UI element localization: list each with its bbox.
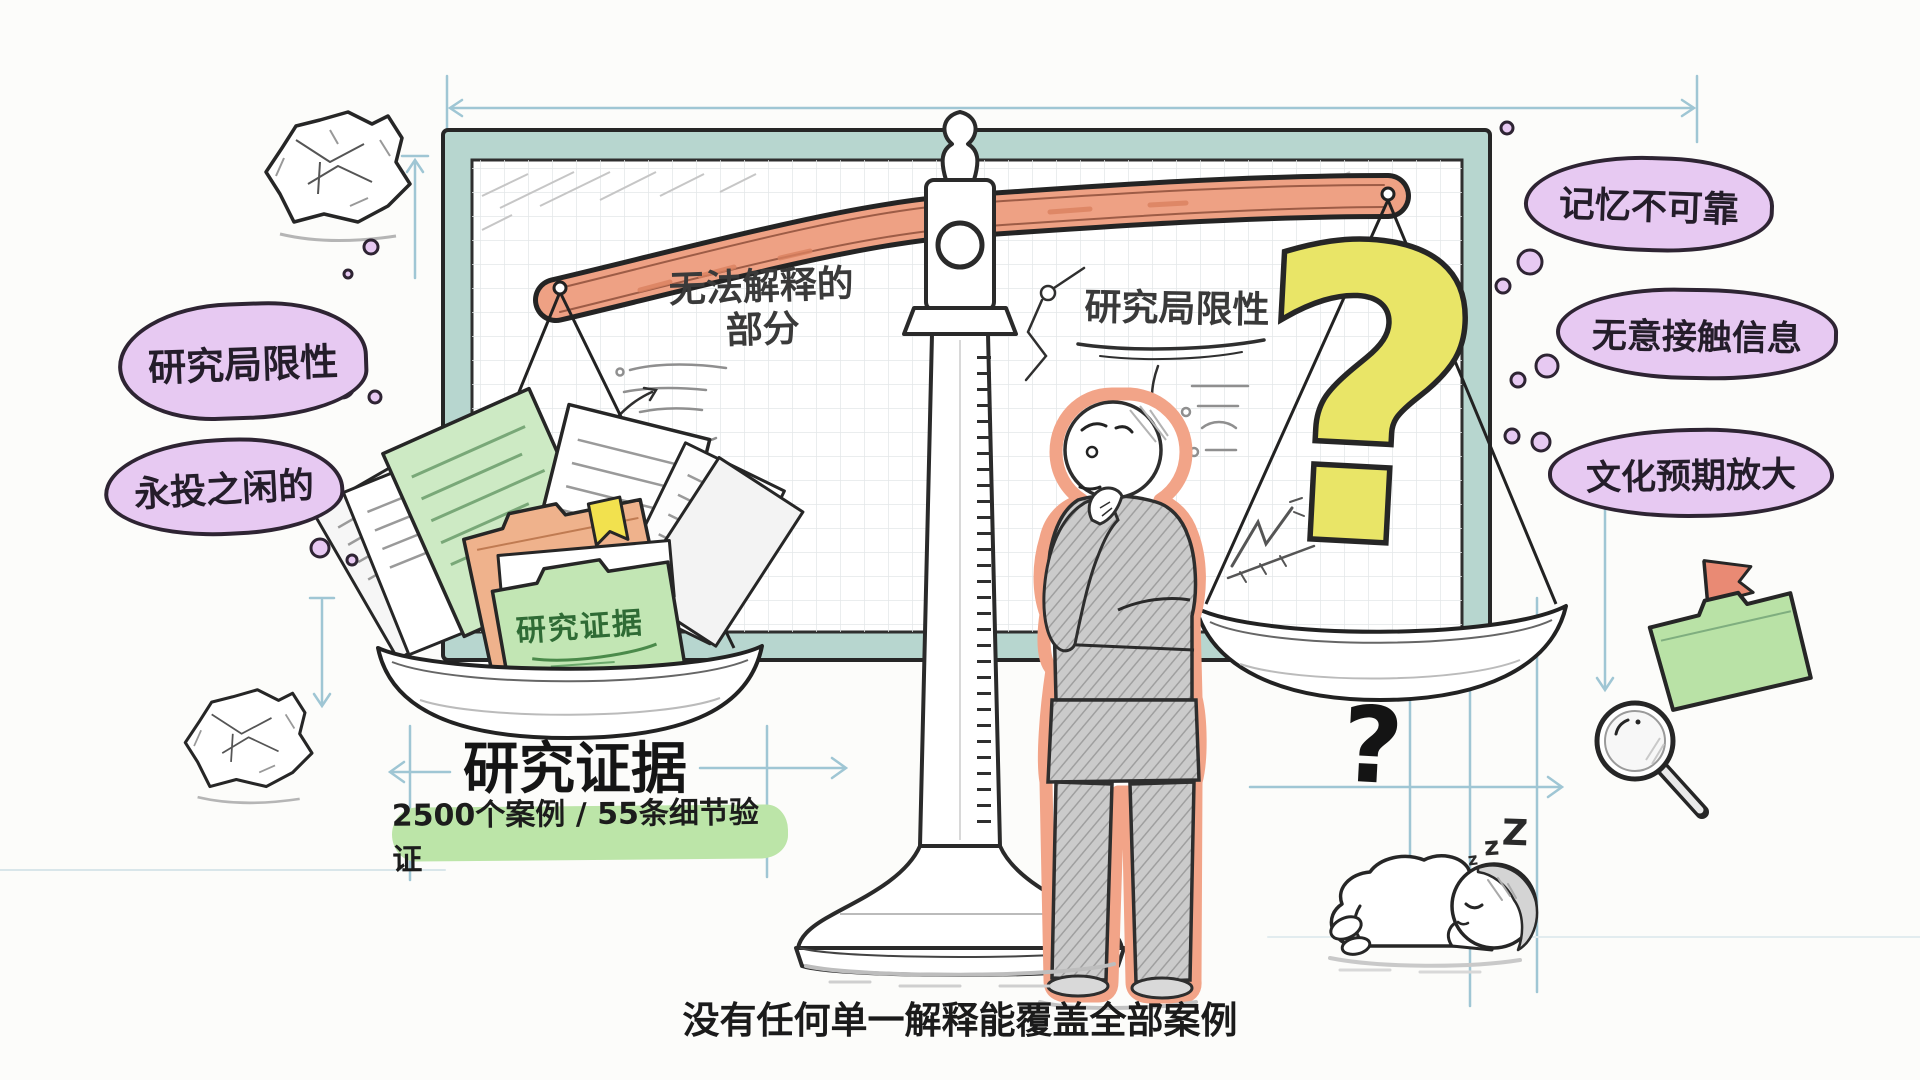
big-question-mark: ? [1235,158,1502,646]
bubble-label: 无意接触信息 [1591,315,1803,360]
folder-flag-icon [1647,559,1813,712]
small-question-mark: ? [1338,683,1407,809]
evidence-count-badge: 2500个案例 / 55条细节验证 [392,796,789,878]
left-pan-documents [311,386,805,698]
magnifier-icon [1594,700,1709,819]
bubble-label: 永投之闲的 [133,465,316,516]
sleep-z-mid: z [1482,831,1501,863]
right-pan-strings [1204,186,1558,605]
bubble-tails [309,120,1560,567]
baby-eye [1464,902,1484,910]
sleep-z-small: z [1466,849,1480,871]
crumpled-paper-bottom [183,688,314,805]
sleep-z-large: Z [1501,812,1529,855]
bubble-label: 研究局限性 [147,339,339,390]
evidence-title: 研究证据 [463,737,687,802]
baby-mouth [1456,920,1470,926]
thinking-person [1033,387,1207,1004]
badge-text: 2500个案例 / 55条细节验证 [391,795,760,878]
left-pan-bowl [376,644,764,740]
board-trend-sketch [1226,497,1316,583]
board-hatch-shading [481,171,1351,231]
bookmark-icon [586,495,630,547]
board-note-unexplained: 无法解释的 部分 [668,261,855,352]
crumpled-paper-top [264,110,412,243]
person-mouth [1078,485,1102,491]
person-hand [1087,486,1124,526]
person-brow [1080,422,1108,432]
sleeping-baby [1329,854,1539,956]
right-pan-bowl [1194,604,1568,702]
ground-shadows [804,956,1522,1010]
bubble-label: 文化预期放大 [1585,454,1797,499]
bubble-label: 记忆不可靠 [1558,183,1740,232]
bottom-caption: 没有任何单一解释能覆盖全部案例 [682,999,1238,1042]
person-eye [1085,445,1099,459]
